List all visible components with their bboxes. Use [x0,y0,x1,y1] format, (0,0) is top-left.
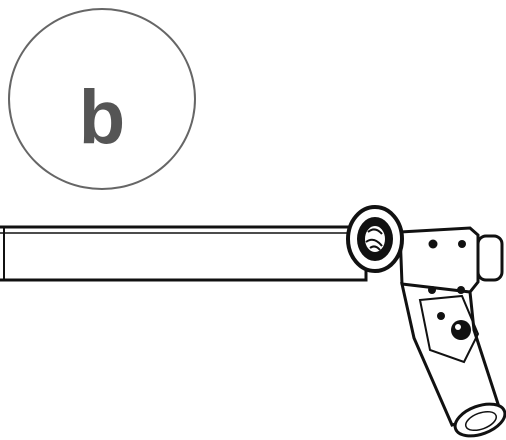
step-badge-circle: b [8,8,196,190]
adjustment-knob [346,205,404,273]
horizontal-tube [0,225,368,282]
angled-leg [400,282,506,438]
step-letter: b [78,75,126,160]
clamp-bracket [398,226,504,294]
